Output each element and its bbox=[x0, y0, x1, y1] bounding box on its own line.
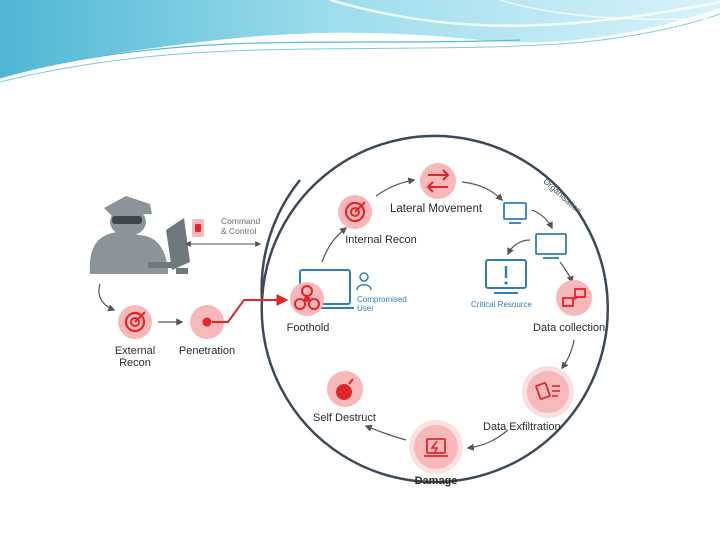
penetration-icon bbox=[190, 305, 224, 339]
penetration-label: Penetration bbox=[178, 345, 236, 357]
header-wave-banner bbox=[0, 0, 720, 83]
data-collection-icon bbox=[556, 280, 592, 316]
command-control-icon bbox=[192, 219, 204, 237]
self-destruct-label: Self Destruct bbox=[313, 412, 376, 424]
organisation-boundary bbox=[260, 134, 610, 484]
critical-resource-icon bbox=[485, 259, 527, 294]
external-recon-icon bbox=[118, 305, 152, 339]
lateral-movement-label: Lateral Movement bbox=[390, 203, 483, 215]
self-destruct-bomb-icon bbox=[327, 371, 363, 407]
command-control-label: Command & Control bbox=[221, 216, 261, 236]
data-collection-label: Data collection bbox=[533, 322, 606, 334]
monitor-icon-2 bbox=[535, 233, 567, 259]
lateral-movement-icon bbox=[420, 163, 456, 199]
internal-recon-label: Internal Recon bbox=[345, 234, 417, 246]
data-exfiltration-label: Data Exfiltration bbox=[483, 421, 561, 433]
data-exfiltration-icon bbox=[522, 366, 574, 418]
damage-label: Damage bbox=[414, 475, 458, 487]
critical-resource-label: Critical Resource bbox=[471, 300, 532, 309]
monitor-icon-1 bbox=[503, 202, 527, 224]
foothold-label: Foothold bbox=[286, 322, 330, 334]
compromised-user-label: Compromised User bbox=[357, 295, 407, 313]
internal-recon-icon bbox=[338, 195, 372, 229]
hacker-icon bbox=[89, 196, 190, 274]
damage-icon bbox=[409, 420, 463, 474]
external-recon-label: External Recon bbox=[114, 345, 156, 369]
